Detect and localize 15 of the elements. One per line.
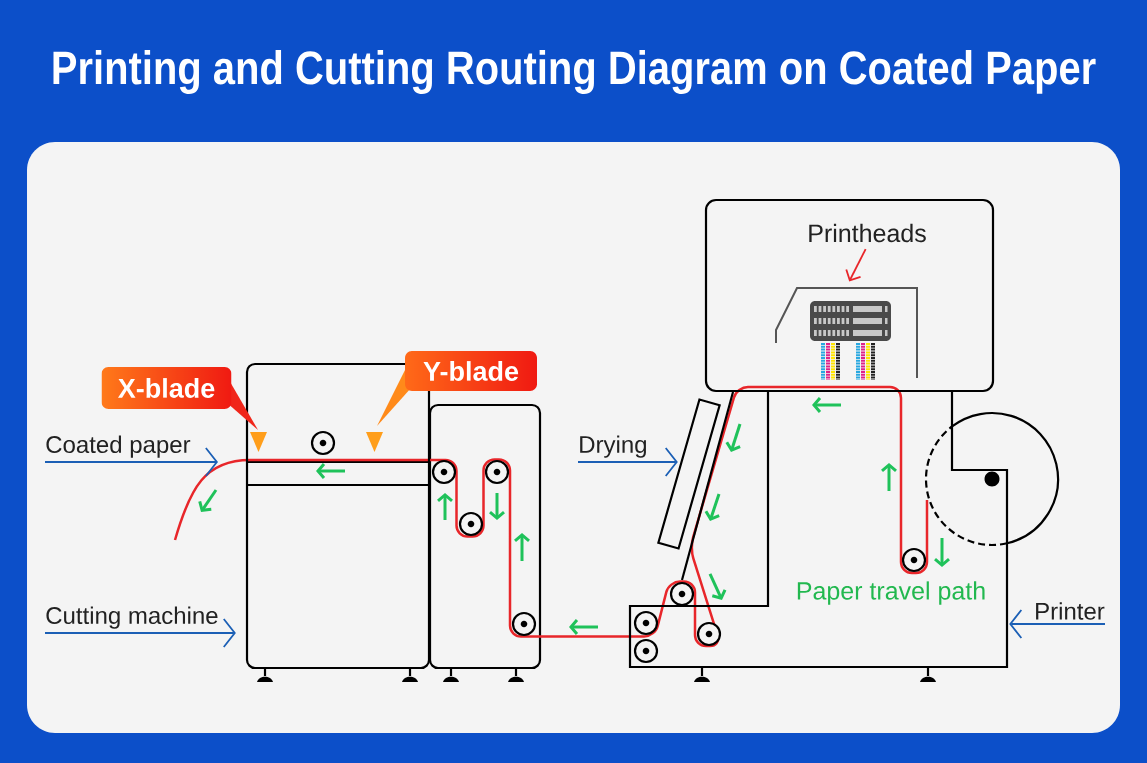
part-label: Cutting machine xyxy=(46,606,218,629)
leader-arrow xyxy=(44,618,236,648)
callout-label: Y-blade xyxy=(377,351,537,426)
title: Printing and Cutting Routing Diagram on Coated Paper xyxy=(53,50,1096,94)
callout-label: X-blade xyxy=(101,367,258,430)
part-label: Printheads xyxy=(809,223,926,243)
leader-arrow xyxy=(845,248,867,282)
leader-arrow xyxy=(577,447,678,477)
path-label: Paper travel path xyxy=(797,581,985,605)
leader-arrow xyxy=(44,447,218,477)
part-label: Printer xyxy=(1036,602,1105,620)
part-label: Coated paper xyxy=(46,435,191,458)
part-label: Drying xyxy=(580,435,646,458)
leader-arrow xyxy=(1009,609,1106,639)
drying-unit xyxy=(657,398,721,550)
